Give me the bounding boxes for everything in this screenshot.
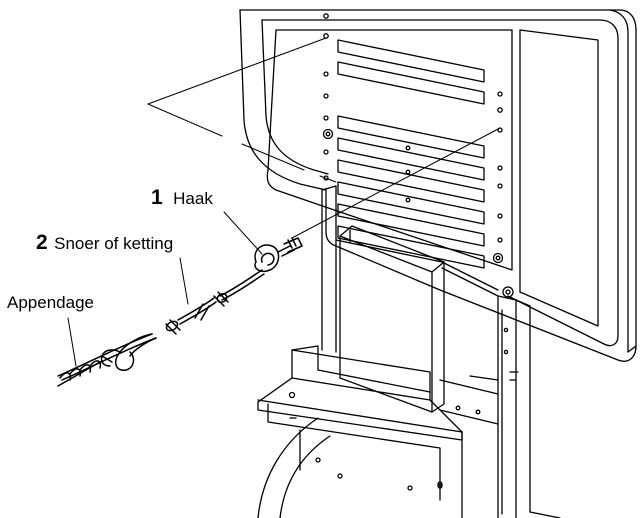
label-leaders (67, 211, 263, 367)
reference-lines (147, 37, 501, 239)
attachment-label: Appendage (7, 293, 94, 312)
cord-callout: 2 Snoer of ketting (36, 232, 173, 253)
attachment-callout: Appendage (7, 294, 94, 312)
cord-label: Snoer of ketting (54, 234, 174, 253)
device-box (339, 225, 445, 413)
display-panel (239, 9, 637, 362)
stand-shelf (257, 345, 463, 441)
hook-label: Haak (173, 189, 213, 208)
hook-number: 1 (151, 186, 163, 209)
attachment-hook (57, 319, 181, 387)
cord-number: 2 (36, 231, 48, 254)
safety-cord (57, 269, 265, 381)
hook-panel (254, 237, 303, 273)
hook-callout: 1 Haak (151, 187, 213, 208)
stand-frame (321, 185, 561, 518)
